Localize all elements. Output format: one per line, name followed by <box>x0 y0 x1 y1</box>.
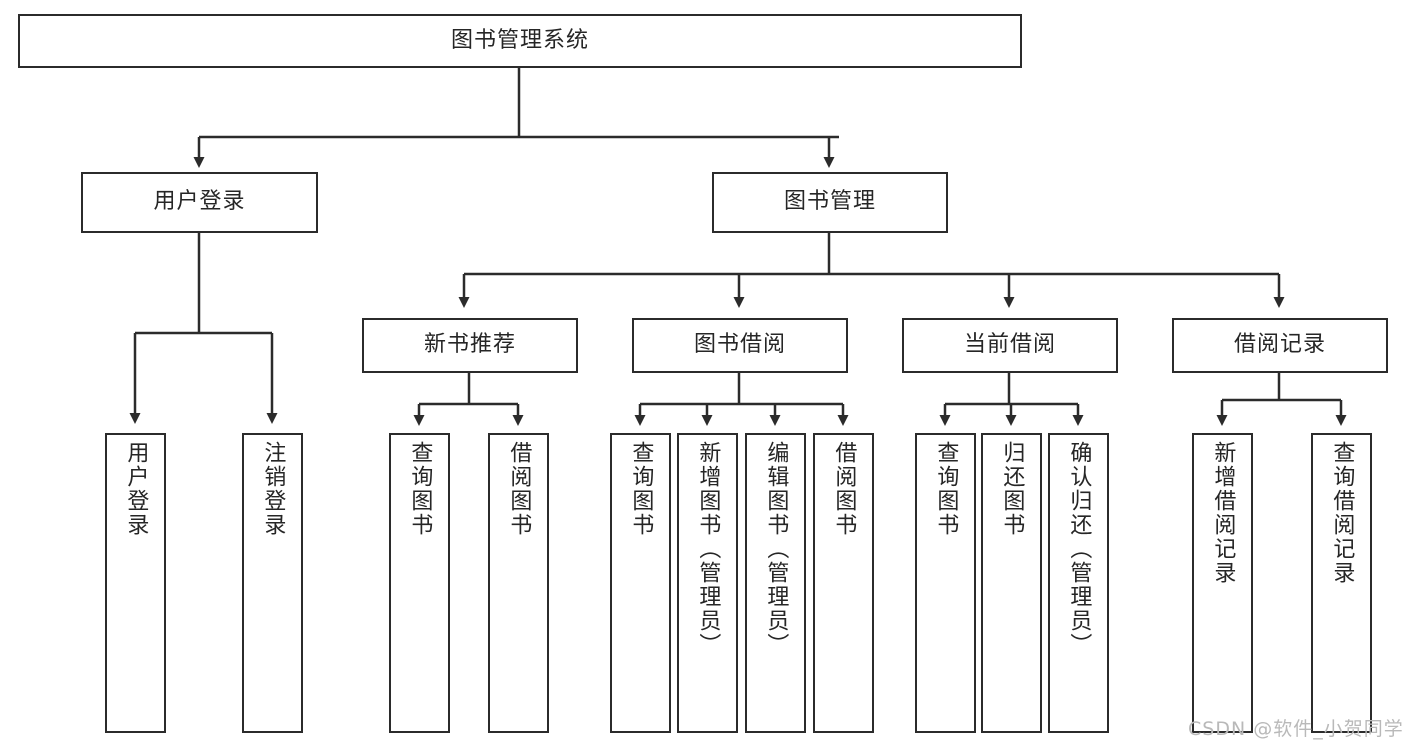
node-new-book-recommend[interactable]: 新书推荐 <box>362 318 578 373</box>
node-book-borrow[interactable]: 图书借阅 <box>632 318 848 373</box>
node-label: 图书借阅 <box>693 332 786 358</box>
node-root-system[interactable]: 图书管理系统 <box>18 14 1022 68</box>
leaf-user-login-logout[interactable]: 注销登录 <box>242 433 303 733</box>
node-label: 当前借阅 <box>963 332 1056 358</box>
node-label: 编辑图书（管理员） <box>763 441 789 657</box>
node-label: 注销登录 <box>260 441 286 537</box>
leaf-book-borrow-add[interactable]: 新增图书（管理员） <box>677 433 738 733</box>
node-book-management[interactable]: 图书管理 <box>712 172 948 233</box>
node-label: 查询图书 <box>407 441 433 537</box>
watermark-text: CSDN @软件_小贺同学 <box>1188 718 1404 740</box>
leaf-book-borrow-edit[interactable]: 编辑图书（管理员） <box>745 433 806 733</box>
node-label: 借阅记录 <box>1233 332 1326 358</box>
node-label: 新增图书（管理员） <box>695 441 721 657</box>
node-label: 确认归还（管理员） <box>1066 441 1092 657</box>
node-label: 用户登录 <box>123 441 149 537</box>
node-label: 用户登录 <box>153 189 246 215</box>
node-label: 查询借阅记录 <box>1329 441 1355 585</box>
node-label: 借阅图书 <box>831 441 857 537</box>
leaf-current-borrow-confirm-return[interactable]: 确认归还（管理员） <box>1048 433 1109 733</box>
leaf-new-book-borrow[interactable]: 借阅图书 <box>488 433 549 733</box>
leaf-book-borrow-borrow[interactable]: 借阅图书 <box>813 433 874 733</box>
leaf-book-borrow-query[interactable]: 查询图书 <box>610 433 671 733</box>
leaf-current-borrow-query[interactable]: 查询图书 <box>915 433 976 733</box>
node-label: 图书管理 <box>783 189 876 215</box>
leaf-user-login-login[interactable]: 用户登录 <box>105 433 166 733</box>
node-label: 图书管理系统 <box>450 27 589 53</box>
node-label: 归还图书 <box>999 441 1025 537</box>
node-borrow-record[interactable]: 借阅记录 <box>1172 318 1388 373</box>
node-label: 新增借阅记录 <box>1210 441 1236 585</box>
node-label: 借阅图书 <box>506 441 532 537</box>
leaf-new-book-query[interactable]: 查询图书 <box>389 433 450 733</box>
node-label: 查询图书 <box>933 441 959 537</box>
node-label: 新书推荐 <box>423 332 516 358</box>
node-label: 查询图书 <box>628 441 654 537</box>
node-user-login[interactable]: 用户登录 <box>81 172 318 233</box>
leaf-borrow-record-query[interactable]: 查询借阅记录 <box>1311 433 1372 733</box>
leaf-current-borrow-return[interactable]: 归还图书 <box>981 433 1042 733</box>
leaf-borrow-record-add[interactable]: 新增借阅记录 <box>1192 433 1253 733</box>
node-current-borrow[interactable]: 当前借阅 <box>902 318 1118 373</box>
